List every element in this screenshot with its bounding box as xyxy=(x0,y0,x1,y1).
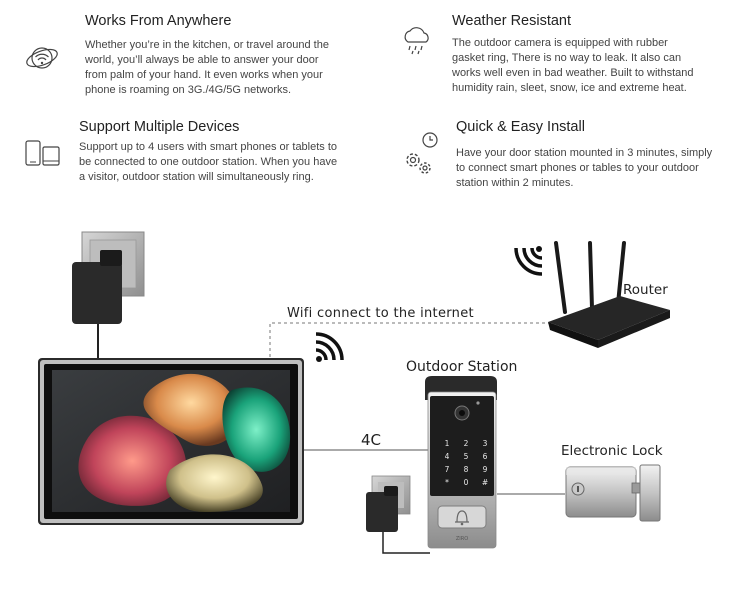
feature-body-line: Support up to 4 users with smart phones … xyxy=(79,141,338,153)
keypad-key: 9 xyxy=(482,465,488,474)
feature-title: Support Multiple Devices xyxy=(79,119,240,135)
wifi-dashed-line xyxy=(269,322,560,357)
keypad-key: 5 xyxy=(463,452,469,461)
devices-icon xyxy=(25,140,61,168)
globe-wifi-icon xyxy=(24,40,60,76)
keypad-key: 3 xyxy=(482,439,488,448)
feature-body: Support up to 4 users with smart phones … xyxy=(79,140,369,185)
keypad-key: * xyxy=(445,478,449,487)
wifi-label: Wifi connect to the internet xyxy=(287,306,474,321)
bell-icon xyxy=(455,510,469,523)
power-adapter-monitor xyxy=(72,231,145,324)
feature-body-line: gasket ring, There is no way to leak. It… xyxy=(452,52,682,64)
feature-body-line: humidity rain, sleet, snow, ice and extr… xyxy=(452,82,687,94)
keypad-key: 1 xyxy=(444,439,450,448)
feature-body-line: station within 2 minutes. xyxy=(456,177,574,189)
feature-body-line: to connect smart phones or tables to you… xyxy=(456,162,699,174)
feature-title: Weather Resistant xyxy=(452,13,572,29)
station-plate-text: ZIRO xyxy=(455,536,469,542)
feature-body-line: from palm of your hand. It even works wh… xyxy=(85,69,323,81)
feature-body-line: phone is roaming on 3G./4G/5G networks. xyxy=(85,84,292,96)
feature-body-line: world, you’ll always be able to answer y… xyxy=(85,54,319,66)
feature-body-line: The outdoor camera is equipped with rubb… xyxy=(452,37,668,49)
keypad-key: # xyxy=(481,478,489,487)
electronic-lock xyxy=(565,464,661,522)
keypad-key: 7 xyxy=(444,465,450,474)
feature-body-line: works well even in bad weather. Built to… xyxy=(452,67,694,79)
wifi-signal-icon xyxy=(315,332,344,362)
indoor-monitor xyxy=(38,358,304,525)
feature-body-line: a visitor, outdoor station will simultan… xyxy=(79,171,314,183)
feature-body: Have your door station mounted in 3 minu… xyxy=(456,146,746,191)
electronic-lock-label: Electronic Lock xyxy=(561,443,663,459)
feature-body-line: be connected to one outdoor station. Whe… xyxy=(79,156,338,168)
power-adapter-outdoor xyxy=(366,475,411,532)
router-wifi-signal-icon xyxy=(514,246,543,276)
keypad-key: 4 xyxy=(444,452,450,461)
cable-4c-label: 4C xyxy=(361,431,382,449)
feature-body: The outdoor camera is equipped with rubb… xyxy=(452,36,742,96)
keypad-key: 8 xyxy=(463,465,469,474)
outdoor-station-label: Outdoor Station xyxy=(406,359,518,375)
keypad: 1 2 3 4 5 6 7 8 9 * 0 # xyxy=(440,437,489,493)
feature-title: Quick & Easy Install xyxy=(456,119,585,135)
outdoor-station xyxy=(425,376,497,549)
feature-title: Works From Anywhere xyxy=(85,13,232,29)
router-label: Router xyxy=(623,282,668,298)
feature-body: Whether you’re in the kitchen, or travel… xyxy=(85,38,365,98)
router xyxy=(548,241,670,348)
keypad-key: 6 xyxy=(482,452,488,461)
feature-body-line: Whether you’re in the kitchen, or travel… xyxy=(85,39,329,51)
adapter-cable-line xyxy=(382,530,430,554)
keypad-key: 0 xyxy=(463,478,469,487)
gears-clock-icon xyxy=(400,130,440,178)
feature-body-line: Have your door station mounted in 3 minu… xyxy=(456,147,713,159)
cloud-rain-icon xyxy=(400,26,434,56)
keypad-key: 2 xyxy=(463,439,469,448)
